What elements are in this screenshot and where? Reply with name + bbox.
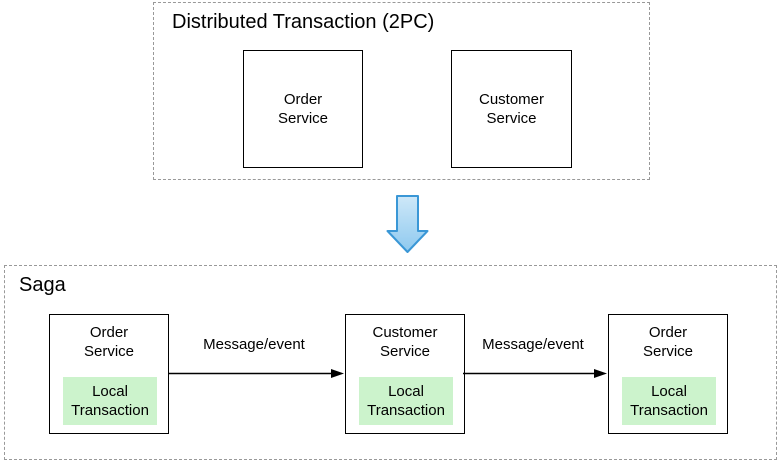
group-title-2pc: Distributed Transaction (2PC) [172,11,435,33]
local-transaction-label: Local Transaction [71,383,149,419]
message-arrow-label: Message/event [203,336,305,353]
local-transaction-label: Local Transaction [630,383,708,419]
group-saga: Saga Order Service Local Transaction Cus… [4,265,777,460]
message-arrow-label: Message/event [482,336,584,353]
service-box-order-2pc: Order Service [243,50,363,168]
service-box-order-saga-1: Order Service Local Transaction [49,314,169,434]
service-box-label: Customer Service [478,91,545,127]
local-transaction-label: Local Transaction [367,383,445,419]
local-transaction-box: Local Transaction [63,377,157,425]
group-distributed-transaction-2pc: Distributed Transaction (2PC) Order Serv… [153,2,650,180]
service-box-label: Order Service [83,324,135,360]
local-transaction-box: Local Transaction [359,377,453,425]
service-box-order-saga-2: Order Service Local Transaction [608,314,728,434]
message-arrow-icon [168,369,344,378]
service-box-label: Order Service [642,324,694,360]
service-box-label: Order Service [277,91,329,127]
service-box-customer-saga: Customer Service Local Transaction [345,314,465,434]
service-box-label: Customer Service [372,324,438,360]
local-transaction-box: Local Transaction [622,377,716,425]
message-arrow-icon [463,369,607,378]
service-box-customer-2pc: Customer Service [451,50,572,168]
group-title-saga: Saga [19,274,66,296]
down-arrow-icon [386,195,429,253]
